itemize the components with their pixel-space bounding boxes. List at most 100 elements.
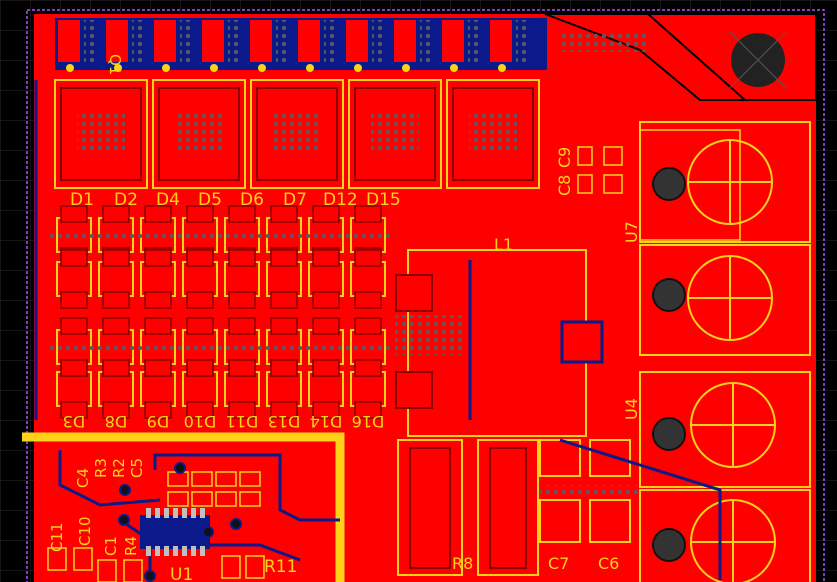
u1-pin [182,546,187,556]
resistor-pad [270,401,298,419]
pad-dot [498,64,506,72]
pad-dot [210,64,218,72]
ctrl-pad [215,471,237,487]
u4-hole [652,417,686,451]
via [202,526,214,538]
resistor-pad [144,205,172,223]
l1-pad [395,274,433,312]
resistor-pad [102,317,130,335]
top-connector-pads [58,20,530,72]
diode-outline [152,79,246,189]
u4-outline [639,371,811,488]
via [230,518,242,530]
l1-via-array [395,315,463,355]
label-c6: C6 [598,554,619,573]
label-bottom-diode: D10 [184,412,217,431]
label-bottom-diode: D8 [105,412,128,431]
label-r8: R8 [452,554,473,573]
resistor-pad [60,205,88,223]
via [118,514,130,526]
u1-pin [200,508,205,518]
resistor-pad [102,205,130,223]
diode-vias [371,112,419,152]
connector-pad [346,20,368,62]
smd-pad [73,547,93,571]
resistor-pad [102,249,130,267]
connector-vias [468,20,482,62]
label-u1: U1 [170,565,193,582]
hole [652,528,686,562]
c9-pad [603,146,623,166]
resistor-pad [60,249,88,267]
u1-pin [155,508,160,518]
pad-dot [354,64,362,72]
resistor-pad [60,317,88,335]
label-u4: U4 [622,398,641,420]
resistor-pad [228,205,256,223]
label-d5: D5 [198,190,222,210]
connector-vias [180,20,194,62]
label-d2: D2 [114,190,138,210]
ctrl-trace [58,450,161,507]
ctrl-pad [215,491,237,507]
resistor-pad [102,359,130,377]
c6-pad-bottom [589,499,631,543]
label-r4: R4 [122,536,140,556]
via-array [560,30,648,52]
l1-pad [395,371,433,409]
label-bottom-diode: D3 [63,412,86,431]
pour-boundary [647,13,746,101]
label-c4: C4 [74,468,92,488]
label-d6: D6 [240,190,264,210]
c6-pad-top [589,439,631,477]
connector-pad [298,20,320,62]
u1-pin [164,546,169,556]
connector-vias [516,20,530,62]
resistor-pad [354,291,382,309]
resistor-pad [186,291,214,309]
diode-vias [469,112,517,152]
via-strip [50,342,390,352]
resistor-pad [102,291,130,309]
resistor-pad [270,317,298,335]
resistor-pad [228,291,256,309]
label-d15: D15 [366,190,401,210]
ctrl-trace [200,543,301,562]
pad-dot [306,64,314,72]
ctrl-pad [191,491,213,507]
resistor-pad [312,205,340,223]
u1-pin [182,508,187,518]
label-r11: R11 [264,557,297,577]
ctrl-pad [167,491,189,507]
smd-pad [123,559,143,582]
r8-outline-2 [477,439,539,576]
label-bottom-diode: D13 [268,412,301,431]
label-d7: D7 [283,190,307,210]
u1-pin [200,546,205,556]
label-d4: D4 [156,190,180,210]
resistor-pad [312,317,340,335]
connector-pad [394,20,416,62]
resistor-pad [354,249,382,267]
resistor-pad [228,317,256,335]
u1-pin [173,546,178,556]
smd-pad [245,555,265,579]
resistor-pad [186,401,214,419]
resistor-pad [144,291,172,309]
pad-dot [114,64,122,72]
diode-outline [446,79,540,189]
c9-pad [603,174,623,194]
resistor-pad [102,401,130,419]
label-c1: C1 [102,536,120,556]
resistor-pad [186,359,214,377]
via [144,570,156,582]
diode-vias [77,112,125,152]
diode-vias [273,112,321,152]
ctrl-trace [153,453,340,522]
via [174,462,186,474]
label-d1: D1 [70,190,94,210]
label-q1: Q1 [106,54,124,75]
